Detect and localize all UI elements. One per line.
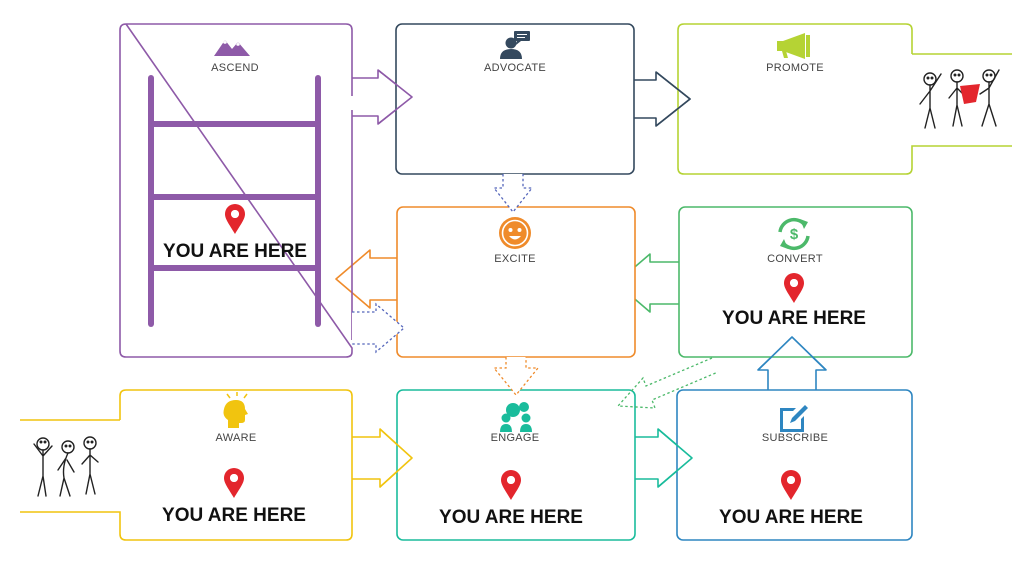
dotted-arrow-excite-to-engage — [492, 357, 540, 397]
box-aware — [20, 389, 353, 541]
arrow-advocate-to-promote — [634, 71, 691, 127]
stage-label-promote: PROMOTE — [766, 62, 824, 74]
arrow-excite-to-ascend — [335, 249, 397, 309]
box-ascend — [119, 23, 353, 358]
you-are-here-subscribe: YOU ARE HERE — [719, 507, 863, 528]
location-pin-icon — [501, 470, 521, 500]
svg-text:$: $ — [790, 226, 799, 243]
you-are-here-ascend: YOU ARE HERE — [163, 241, 307, 262]
ladder-graphic — [148, 75, 321, 327]
people-chat-icon — [500, 402, 532, 432]
box-promote — [677, 23, 1012, 175]
smiley-icon — [499, 217, 531, 249]
edit-form-icon — [780, 405, 808, 432]
dotted-arrow-advocate-to-excite — [492, 174, 534, 214]
dollar-cycle-icon: $ — [778, 217, 810, 251]
megaphone-icon — [777, 33, 810, 59]
stage-label-excite: EXCITE — [494, 253, 536, 265]
you-are-here-aware: YOU ARE HERE — [162, 505, 306, 526]
box-subscribe — [676, 389, 913, 541]
stage-label-aware: AWARE — [215, 432, 256, 444]
dotted-arrow-ascend-to-excite — [352, 302, 405, 354]
stage-label-convert: CONVERT — [767, 253, 823, 265]
red-cape-icon — [960, 84, 980, 104]
stick-figures-group-right — [919, 69, 1000, 129]
thinking-head-icon — [223, 392, 248, 428]
mountain-icon — [214, 40, 250, 56]
stick-figures-group-left — [33, 436, 99, 497]
stage-label-engage: ENGAGE — [491, 432, 540, 444]
location-pin-icon — [781, 470, 801, 500]
you-are-here-convert: YOU ARE HERE — [722, 308, 866, 329]
speaker-person-icon — [500, 31, 530, 59]
stage-label-subscribe: SUBSCRIBE — [762, 432, 828, 444]
dotted-arrow-convert-to-engage — [616, 357, 719, 409]
location-pin-icon — [784, 273, 804, 303]
stage-label-ascend: ASCEND — [211, 62, 259, 74]
location-pin-icon — [225, 204, 245, 234]
you-are-here-engage: YOU ARE HERE — [439, 507, 583, 528]
stage-label-advocate: ADVOCATE — [484, 62, 546, 74]
location-pin-icon — [224, 468, 244, 498]
